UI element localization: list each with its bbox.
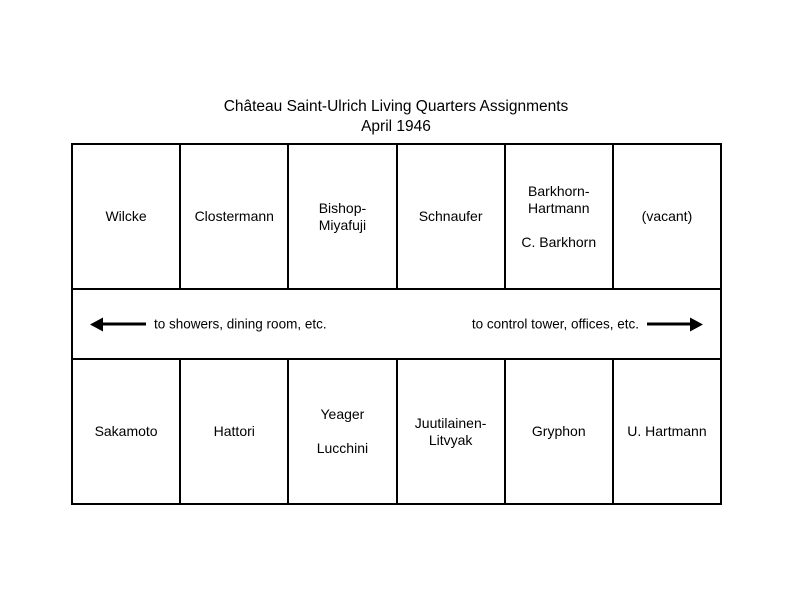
- room-cell-hattori: Hattori: [181, 360, 290, 503]
- room-cell-bishop-miyafuji: Bishop- Miyafuji: [289, 145, 398, 288]
- arrow-right-shaft: [647, 322, 690, 326]
- arrow-right-icon: [647, 317, 703, 331]
- title-block: Château Saint-Ulrich Living Quarters Ass…: [0, 97, 792, 137]
- room-cell-gryphon: Gryphon: [506, 360, 614, 503]
- arrow-left-shaft: [103, 322, 146, 326]
- room-cell-u-hartmann: U. Hartmann: [627, 423, 707, 439]
- room-cell-schnaufer: Schnaufer: [398, 145, 506, 288]
- room-row-bottom: Sakamoto Hattori Yeager Lucchini Juutila…: [73, 360, 720, 503]
- corridor-left-group: to showers, dining room, etc.: [90, 317, 327, 332]
- room-cell-sakamoto: Sakamoto: [73, 360, 182, 503]
- corridor-right-label: to control tower, offices, etc.: [471, 316, 639, 332]
- room-row-top: Wilcke Clostermann Bishop- Miyafuji Schn…: [73, 145, 720, 290]
- corridor-left-label: to showers, dining room, etc.: [154, 316, 327, 332]
- page-title: Château Saint-Ulrich Living Quarters Ass…: [223, 98, 569, 115]
- room-cell-clostermann: Clostermann: [181, 145, 290, 288]
- room-cell-barkhorn-hartmann: Barkhorn- Hartmann C. Barkhorn: [506, 145, 614, 288]
- arrow-left-head: [90, 317, 103, 331]
- room-cell-vacant: (vacant): [641, 208, 693, 224]
- room-cell-juutilainen-litvyak: Juutilainen- Litvyak: [398, 360, 506, 503]
- corridor-right-group: to control tower, offices, etc.: [472, 317, 703, 332]
- arrow-right-head: [690, 317, 703, 331]
- corridor: to showers, dining room, etc. to control…: [73, 290, 720, 360]
- arrow-left-icon: [90, 317, 146, 331]
- page-subtitle: April 1946: [361, 118, 431, 135]
- floorplan: Wilcke Clostermann Bishop- Miyafuji Schn…: [71, 143, 722, 505]
- room-cell-yeager-lucchini: Yeager Lucchini: [289, 360, 398, 503]
- room-cell-wilcke: Wilcke: [73, 145, 182, 288]
